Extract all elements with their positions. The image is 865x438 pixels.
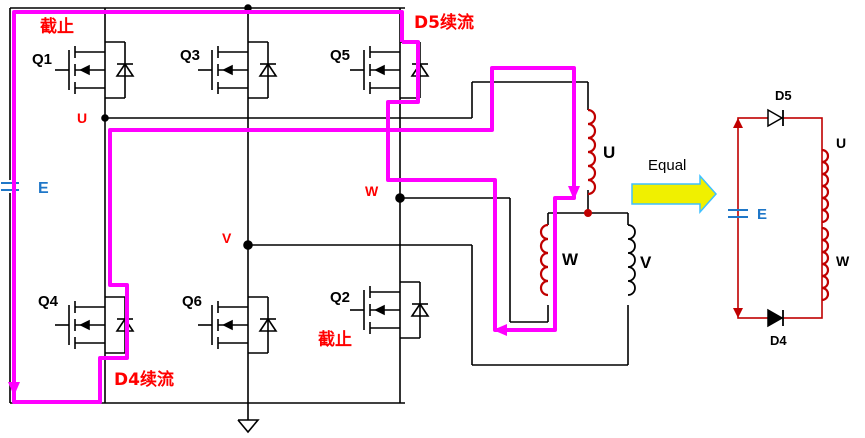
path-arrows [8, 186, 580, 396]
label-coil-w: W [562, 250, 579, 269]
coil-v [627, 224, 636, 296]
label-q1-cutoff: 截止 [40, 16, 74, 37]
label-d4-freewheel: D4续流 [114, 369, 174, 390]
labels: Q1 Q3 Q5 Q4 Q6 Q2 U V W E 截止 截止 D5续流 D4续… [32, 12, 850, 390]
eq-coil-w [821, 226, 830, 302]
label-eq-d5: D5 [775, 88, 792, 103]
label-coil-v: V [640, 253, 652, 272]
capacitor-e [1, 182, 19, 191]
equivalent-circuit [728, 108, 830, 328]
label-q1: Q1 [32, 51, 52, 68]
eq-coil-u [821, 148, 830, 224]
label-eq-u: U [836, 135, 846, 151]
label-q4: Q4 [38, 293, 59, 310]
mosfet-q3 [197, 39, 277, 101]
freewheel-current-path [12, 10, 576, 404]
label-q2: Q2 [330, 289, 350, 306]
label-eq-w: W [836, 253, 850, 269]
label-phase-w: W [365, 183, 379, 199]
label-supply-e: E [38, 180, 49, 197]
label-q3: Q3 [180, 47, 200, 64]
eq-capacitor-e [728, 209, 748, 218]
label-q5: Q5 [330, 47, 350, 64]
label-coil-u: U [603, 143, 615, 162]
star-point [584, 209, 592, 217]
coil-u [587, 108, 597, 196]
mosfet-q4 [54, 294, 134, 356]
equal-arrow [631, 174, 718, 214]
wiring [9, 4, 629, 434]
mosfet-q2 [349, 279, 429, 341]
label-q6: Q6 [182, 293, 202, 310]
diode-d5 [767, 108, 784, 128]
label-q2-cutoff: 截止 [318, 329, 352, 350]
label-eq-e: E [757, 206, 767, 223]
coil-w [539, 223, 549, 297]
label-phase-u: U [77, 110, 87, 126]
label-phase-v: V [222, 230, 232, 246]
mosfet-q6 [197, 294, 277, 356]
label-eq-d4: D4 [770, 333, 787, 348]
diode-d4 [767, 308, 784, 328]
mosfet-q1 [54, 39, 134, 101]
label-d5-freewheel: D5续流 [414, 12, 474, 33]
label-equal: Equal [648, 157, 686, 174]
